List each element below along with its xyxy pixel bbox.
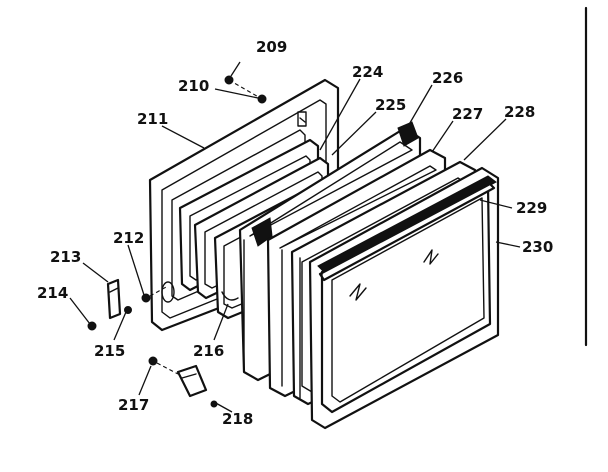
label-211: 211 [137,110,168,128]
leader-lines [69,61,521,413]
label-215: 215 [94,342,125,360]
part-230-outer-door [308,166,500,430]
screw-215 [124,306,132,314]
label-218: 218 [222,410,253,428]
label-224: 224 [352,63,383,81]
hinge-part-213 [106,278,122,320]
screw-212 [141,285,169,303]
label-212: 212 [113,229,144,247]
label-217: 217 [118,396,149,414]
label-216: 216 [193,342,224,360]
screw-217 [148,356,179,375]
bracket-218 [176,364,218,408]
label-214: 214 [37,284,68,302]
label-210: 210 [178,77,209,95]
label-209: 209 [256,38,287,56]
label-213: 213 [50,248,81,266]
label-229: 229 [516,199,547,217]
label-230: 230 [522,238,553,256]
label-226: 226 [432,69,463,87]
label-225: 225 [375,96,406,114]
label-227: 227 [452,105,483,123]
screw-210 [228,79,267,104]
label-228: 228 [504,103,535,121]
